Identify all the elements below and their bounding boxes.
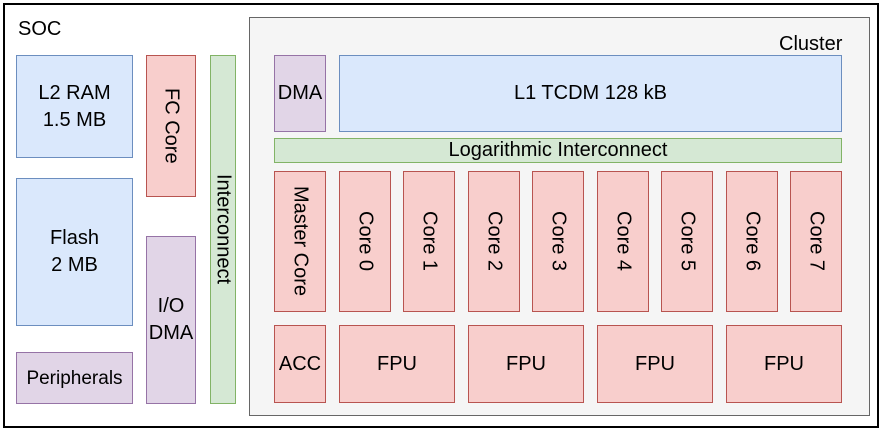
acc-block: ACC xyxy=(274,325,326,403)
fpu-block: FPU xyxy=(339,325,455,403)
fpu-block: FPU xyxy=(726,325,842,403)
core-block: Core 7 xyxy=(790,171,842,312)
core-block: Core 4 xyxy=(597,171,649,312)
cluster-dma-block: DMA xyxy=(274,55,326,132)
logarithmic-interconnect-block: Logarithmic Interconnect xyxy=(274,138,842,163)
interconnect-label: Interconnect xyxy=(212,174,235,285)
soc-title: SOC xyxy=(18,18,62,40)
core-label: Core 0 xyxy=(354,211,377,272)
l1-tcdm-block: L1 TCDM 128 kB xyxy=(339,55,842,132)
fpu-block: FPU xyxy=(597,325,713,403)
fc-core-label: FC Core xyxy=(160,88,183,164)
core-label: Core 1 xyxy=(418,211,441,272)
core-block: Core 6 xyxy=(726,171,778,312)
master-core-block: Master Core xyxy=(274,171,326,312)
l2-ram-block: L2 RAM 1.5 MB xyxy=(16,55,133,158)
core-block: Core 0 xyxy=(339,171,391,312)
core-block: Core 1 xyxy=(403,171,455,312)
fpu-block: FPU xyxy=(468,325,584,403)
soc-box xyxy=(3,3,879,428)
core-label: Core 2 xyxy=(483,211,506,272)
core-label: Core 7 xyxy=(805,211,828,272)
cluster-title: Cluster xyxy=(779,33,843,55)
interconnect-block: Interconnect xyxy=(210,55,236,404)
io-dma-block: I/O DMA xyxy=(146,236,196,404)
master-core-label: Master Core xyxy=(289,186,312,297)
core-label: Core 6 xyxy=(741,211,764,272)
fc-core-block: FC Core xyxy=(146,55,196,197)
core-block: Core 5 xyxy=(661,171,713,312)
core-label: Core 4 xyxy=(612,211,635,272)
core-label: Core 3 xyxy=(547,211,570,272)
peripherals-block: Peripherals xyxy=(16,352,133,404)
flash-block: Flash 2 MB xyxy=(16,178,133,326)
core-block: Core 3 xyxy=(532,171,584,312)
core-block: Core 2 xyxy=(468,171,520,312)
core-label: Core 5 xyxy=(676,211,699,272)
